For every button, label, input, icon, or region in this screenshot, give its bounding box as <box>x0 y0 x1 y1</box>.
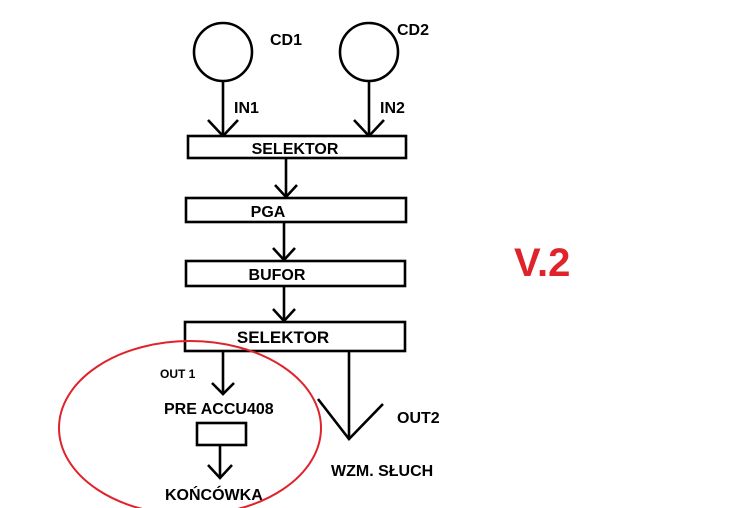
pre-block <box>195 421 248 447</box>
version-label: V.2 <box>514 241 570 285</box>
pga-label: PGA <box>251 204 286 221</box>
arrow-to-pga <box>274 158 298 199</box>
selector-out-block <box>183 320 407 353</box>
pga-block <box>184 196 408 224</box>
selector-in-block <box>186 134 408 160</box>
arrow-to-bufor <box>272 222 296 262</box>
cd1-circle <box>192 21 254 83</box>
cd2-label: CD2 <box>397 22 429 39</box>
out2-label: OUT2 <box>397 410 440 427</box>
highlight-ellipse <box>58 340 322 508</box>
in2-label: IN2 <box>380 100 405 117</box>
out1-label: OUT 1 <box>160 367 196 381</box>
selector-in-label: SELEKTOR <box>252 141 339 158</box>
cd2-circle <box>338 21 400 83</box>
out2-arrow <box>316 351 384 441</box>
pre-label: PRE ACCU408 <box>164 401 274 418</box>
bufor-block <box>184 259 407 288</box>
out1-arrow <box>211 351 235 396</box>
arrow-to-selector-out <box>272 286 296 323</box>
headphone-amp-label: WZM. SŁUCH <box>331 463 433 480</box>
in1-label: IN1 <box>234 100 259 117</box>
cd1-label: CD1 <box>270 32 302 49</box>
arrow-to-koncowka <box>207 445 233 480</box>
bufor-label: BUFOR <box>249 267 306 284</box>
koncowka-label: KOŃCÓWKA <box>165 485 263 504</box>
selector-out-label: SELEKTOR <box>237 328 329 347</box>
